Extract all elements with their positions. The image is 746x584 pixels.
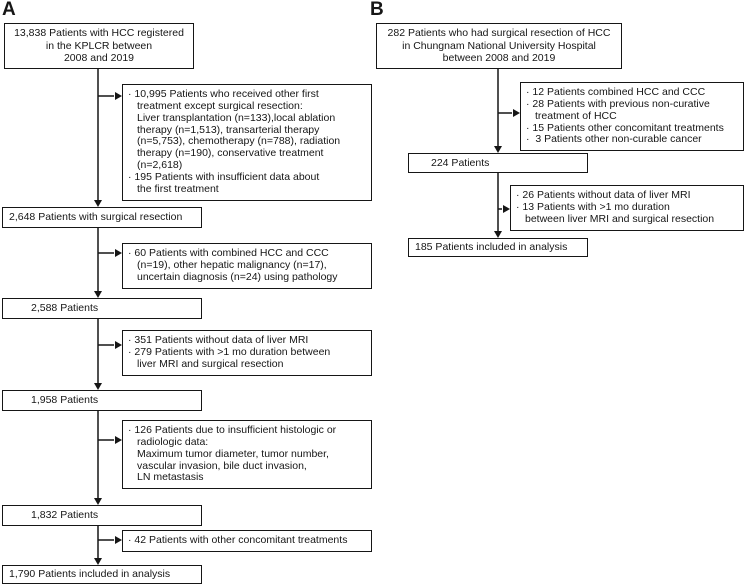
exclusion-item: · 15 Patients other concomitant treatmen… [526,121,724,134]
exclusion-box-liver-mri-b: · 26 Patients without data of liver MRI … [510,185,744,231]
exclusion-item: · 195 Patients with insufficient data ab… [128,171,320,195]
exclusion-item: · 26 Patients without data of liver MRI [516,189,691,201]
exclusion-item: · 351 Patients without data of liver MRI [128,334,309,346]
exclusion-box-insufficient-data: · 126 Patients due to insufficient histo… [122,420,372,490]
exclusion-item: · 10,995 Patients who received other fir… [128,88,341,172]
panel-a-label: A [2,0,16,20]
flow-box-1958-patients: 1,958 Patients [2,390,202,411]
flow-box-224-patients: 224 Patients [408,153,588,173]
exclusion-item: · 13 Patients with >1 mo duration betwee… [516,200,715,225]
exclusion-box-concomitant-treatments: · 42 Patients with other concomitant tre… [122,530,372,552]
exclusion-box-initial-b: · 12 Patients combined HCC and CCC · 28 … [520,82,744,152]
exclusion-box-first-treatment: · 10,995 Patients who received other fir… [122,84,372,201]
exclusion-item: · 3 Patients other non-curable cancer [526,133,702,146]
exclusion-box-pathology: · 60 Patients with combined HCC and CCC … [122,243,372,289]
flow-box-final-analysis-b: 185 Patients included in analysis [408,238,588,257]
exclusion-item: · 279 Patients with >1 mo duration betwe… [128,345,331,370]
exclusion-box-liver-mri-a: · 351 Patients without data of liver MRI… [122,330,372,376]
exclusion-item: · 42 Patients with other concomitant tre… [128,534,348,546]
exclusion-item: · 126 Patients due to insufficient histo… [128,424,337,484]
exclusion-item: · 12 Patients combined HCC and CCC [526,86,706,98]
flow-box-1832-patients: 1,832 Patients [2,505,202,526]
flow-box-2588-patients: 2,588 Patients [2,298,202,319]
panel-b-label: B [370,0,384,20]
exclusion-item: · 60 Patients with combined HCC and CCC … [128,247,338,283]
flow-box-final-analysis-a: 1,790 Patients included in analysis [2,565,202,584]
flow-box-registered-patients: 13,838 Patients with HCC registered in t… [4,23,194,69]
exclusion-item: · 28 Patients with previous non-curative… [526,97,710,122]
flow-box-resection-cnuh: 282 Patients who had surgical resection … [376,23,622,69]
flow-box-surgical-resection: 2,648 Patients with surgical resection [2,207,202,228]
